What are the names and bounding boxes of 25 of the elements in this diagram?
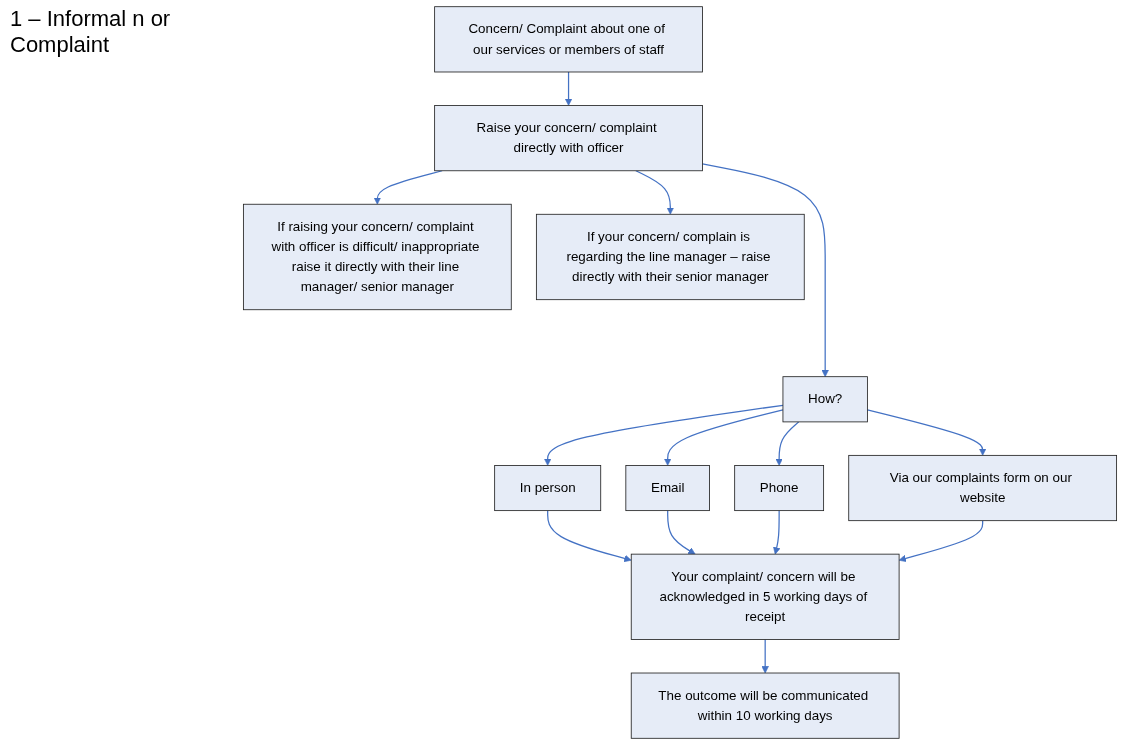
arrow — [547, 510, 632, 563]
arrow — [635, 170, 674, 215]
arrow — [775, 421, 800, 466]
node-box: How? — [782, 376, 868, 423]
node-box: Via our complaints form on our website — [848, 454, 1117, 522]
node-box: If your concern/ complain is regarding the line manager – raise directly with their senior manager — [535, 213, 805, 301]
node-box: Your complaint/ concern will be acknowledged in 5 working days of receipt — [630, 553, 900, 640]
arrow — [544, 404, 784, 466]
arrow — [761, 638, 769, 674]
arrow — [773, 510, 781, 555]
diagram-title: 1 – Informal n or Complaint — [10, 6, 172, 58]
arrow — [701, 163, 829, 377]
node-box: Phone — [734, 465, 825, 512]
arrow — [898, 520, 984, 563]
node-box: In person — [494, 465, 602, 512]
arrow — [667, 510, 696, 555]
node-box: Concern/ Complaint about one of our services or members of staff — [434, 6, 703, 73]
node-box: If raising your concern/ complaint with officer is difficult/ inappropriate raise it directly with their line manager/ senior manager — [243, 203, 512, 311]
arrow — [866, 409, 987, 456]
node-box: The outcome will be communicated within 10 working days — [630, 672, 900, 739]
node-box: Email — [625, 465, 710, 512]
node-box: Raise your concern/ complaint directly with officer — [434, 105, 703, 172]
arrow — [373, 170, 443, 205]
arrow — [564, 71, 573, 106]
arrow — [664, 409, 784, 466]
